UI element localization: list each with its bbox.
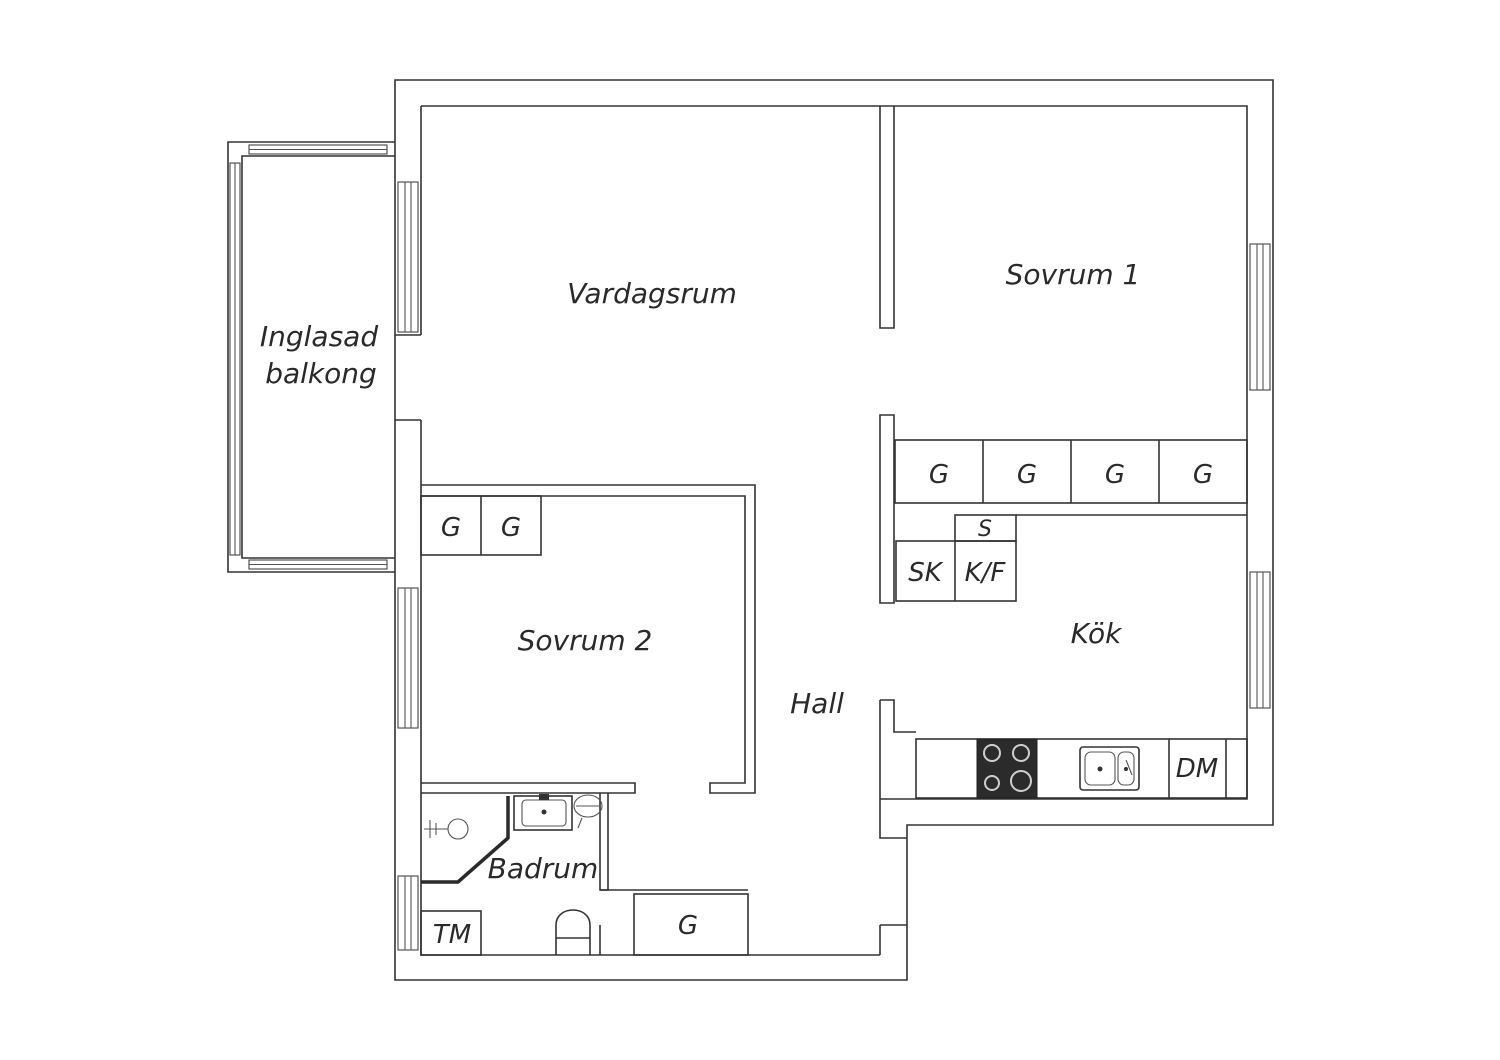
room-label-badrum: Badrum <box>488 852 599 885</box>
toilet-icon <box>555 909 591 955</box>
shower-icon <box>424 818 469 840</box>
washbasin-icon <box>573 794 603 829</box>
room-label-hall: Hall <box>790 687 844 720</box>
bathroom-sink-icon <box>513 794 573 831</box>
bathroom: TM <box>420 794 603 956</box>
wardrobe-label: G <box>441 513 461 543</box>
room-label-vardagsrum: Vardagsrum <box>567 277 737 310</box>
sink-cabinet-label: SK <box>908 558 944 588</box>
room-labels: Vardagsrum Sovrum 1 Sovrum 2 Inglasad ba… <box>260 258 1140 885</box>
wardrobe-hall: G <box>633 893 749 956</box>
room-label-sovrum1: Sovrum 1 <box>1006 258 1141 291</box>
wardrobe-label: G <box>1017 460 1037 490</box>
kitchen: S SK K/F DM <box>895 514 1248 799</box>
room-label-sovrum2: Sovrum 2 <box>518 624 653 657</box>
shower-screen <box>421 796 510 884</box>
wardrobes-bedroom2: G G <box>420 495 542 556</box>
fridge-freezer-label: K/F <box>965 558 1007 588</box>
wardrobe-label: G <box>678 911 698 941</box>
wardrobe-label: G <box>1193 460 1213 490</box>
glazed-balcony <box>227 141 421 573</box>
washing-machine-label: TM <box>433 920 471 950</box>
storage-label: S <box>978 517 992 542</box>
wardrobe-label: G <box>1105 460 1125 490</box>
wardrobes-bedroom1: G G G G <box>894 439 1248 504</box>
room-label-balkong-line2: balkong <box>265 357 377 390</box>
wardrobe-label: G <box>929 460 949 490</box>
kitchen-sink-icon <box>1079 746 1140 791</box>
room-label-balkong-line1: Inglasad <box>260 320 378 353</box>
room-label-kok: Kök <box>1071 617 1123 650</box>
interior-walls <box>421 106 916 955</box>
dishwasher-label: DM <box>1176 754 1218 784</box>
windows <box>397 181 1271 951</box>
exterior-walls <box>394 79 1274 981</box>
wardrobe-label: G <box>501 513 521 543</box>
